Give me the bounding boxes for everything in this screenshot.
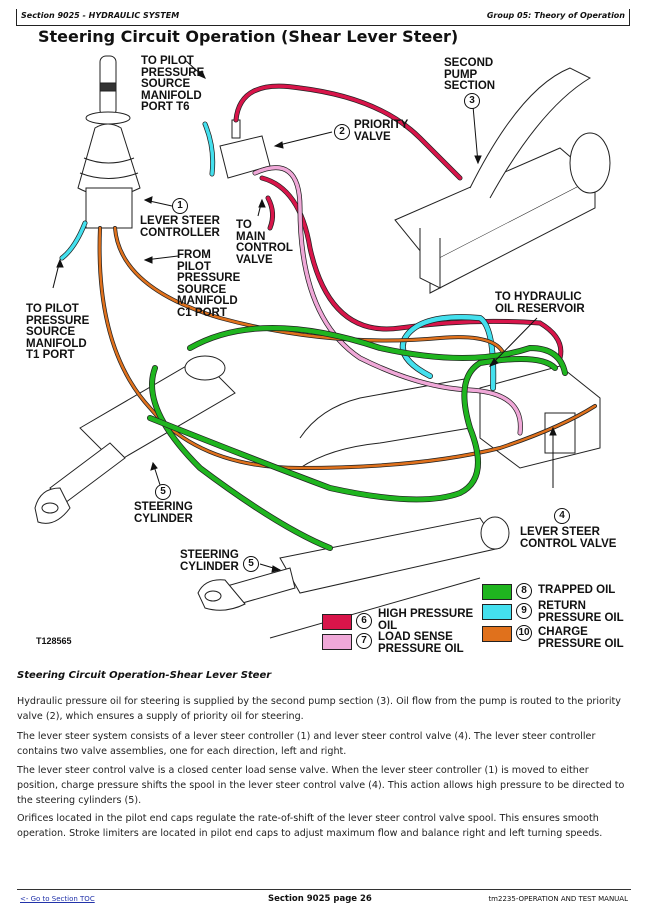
callout-5b: 5	[243, 556, 259, 572]
legend-label-charge: CHARGE PRESSURE OIL	[538, 626, 624, 650]
paragraph-2: The lever steer system consists of a lev…	[17, 731, 596, 757]
figure-id: T128565	[36, 636, 72, 646]
label-priority-valve: PRIORITY VALVE	[354, 119, 409, 143]
steering-cylinder-right-drawing	[197, 516, 510, 639]
group-title: Group 05: Theory of Operation	[486, 11, 625, 20]
note-pilot-port-t1: TO PILOT PRESSURE SOURCE MANIFOLD T1 POR…	[26, 303, 90, 361]
legend-num-9: 9	[516, 603, 532, 619]
note-pilot-port-t6: TO PILOT PRESSURE SOURCE MANIFOLD PORT T…	[141, 55, 205, 113]
manual-title: tm2235-OPERATION AND TEST MANUAL	[488, 895, 628, 903]
callout-4: 4	[554, 508, 570, 524]
note-hydraulic-reservoir: TO HYDRAULIC OIL RESERVOIR	[495, 291, 585, 315]
label-lever-steer-control-valve: LEVER STEER CONTROL VALVE	[520, 526, 617, 550]
control-valve-drawing	[299, 365, 601, 469]
section-subheading: Steering Circuit Operation-Shear Lever S…	[17, 670, 272, 681]
paragraph-4: Orifices located in the pilot end caps r…	[17, 813, 603, 839]
page-title: Steering Circuit Operation (Shear Lever …	[38, 27, 459, 46]
legend-swatch-high-pressure	[322, 614, 352, 630]
note-main-control-valve: TO MAIN CONTROL VALVE	[236, 219, 293, 266]
section-title: Section 9025 - HYDRAULIC SYSTEM	[21, 11, 180, 20]
hydraulic-diagram: TO PILOT PRESSURE SOURCE MANIFOLD PORT T…	[0, 48, 648, 658]
callout-5a: 5	[155, 484, 171, 500]
legend-swatch-trapped	[482, 584, 512, 600]
section-toc-link[interactable]: <- Go to Section TOC	[20, 895, 95, 903]
label-steering-cylinder-b: STEERING CYLINDER	[180, 549, 239, 573]
legend-label-return: RETURN PRESSURE OIL	[538, 600, 624, 624]
lever-steer-controller-drawing	[77, 55, 141, 229]
legend-swatch-charge	[482, 626, 512, 642]
label-steering-cylinder-a: STEERING CYLINDER	[134, 501, 193, 525]
paragraph-3: The lever steer control valve is a close…	[17, 765, 625, 806]
label-lever-steer-controller: LEVER STEER CONTROLLER	[140, 215, 220, 239]
paragraph-1: Hydraulic pressure oil for steering is s…	[17, 696, 621, 722]
legend-label-high-pressure: HIGH PRESSURE OIL	[378, 608, 474, 632]
callout-2: 2	[334, 124, 350, 140]
legend-swatch-load-sense	[322, 634, 352, 650]
note-pilot-port-c1: FROM PILOT PRESSURE SOURCE MANIFOLD C1 P…	[177, 249, 241, 319]
legend-num-6: 6	[356, 613, 372, 629]
legend-num-8: 8	[516, 583, 532, 599]
footer-divider	[17, 889, 631, 890]
diagram-drawing	[34, 55, 611, 639]
legend-label-trapped: TRAPPED OIL	[538, 584, 616, 596]
callout-1: 1	[172, 198, 188, 214]
page-header: Section 9025 - HYDRAULIC SYSTEM Group 05…	[16, 9, 630, 26]
label-second-pump-section: SECOND PUMP SECTION	[444, 57, 496, 92]
pump-drawing	[394, 67, 611, 294]
page-number: Section 9025 page 26	[268, 894, 372, 904]
legend-num-10: 10	[516, 625, 532, 641]
legend-swatch-return	[482, 604, 512, 620]
callout-3: 3	[464, 93, 480, 109]
legend-num-7: 7	[356, 633, 372, 649]
legend-label-load-sense: LOAD SENSE PRESSURE OIL	[378, 631, 464, 655]
